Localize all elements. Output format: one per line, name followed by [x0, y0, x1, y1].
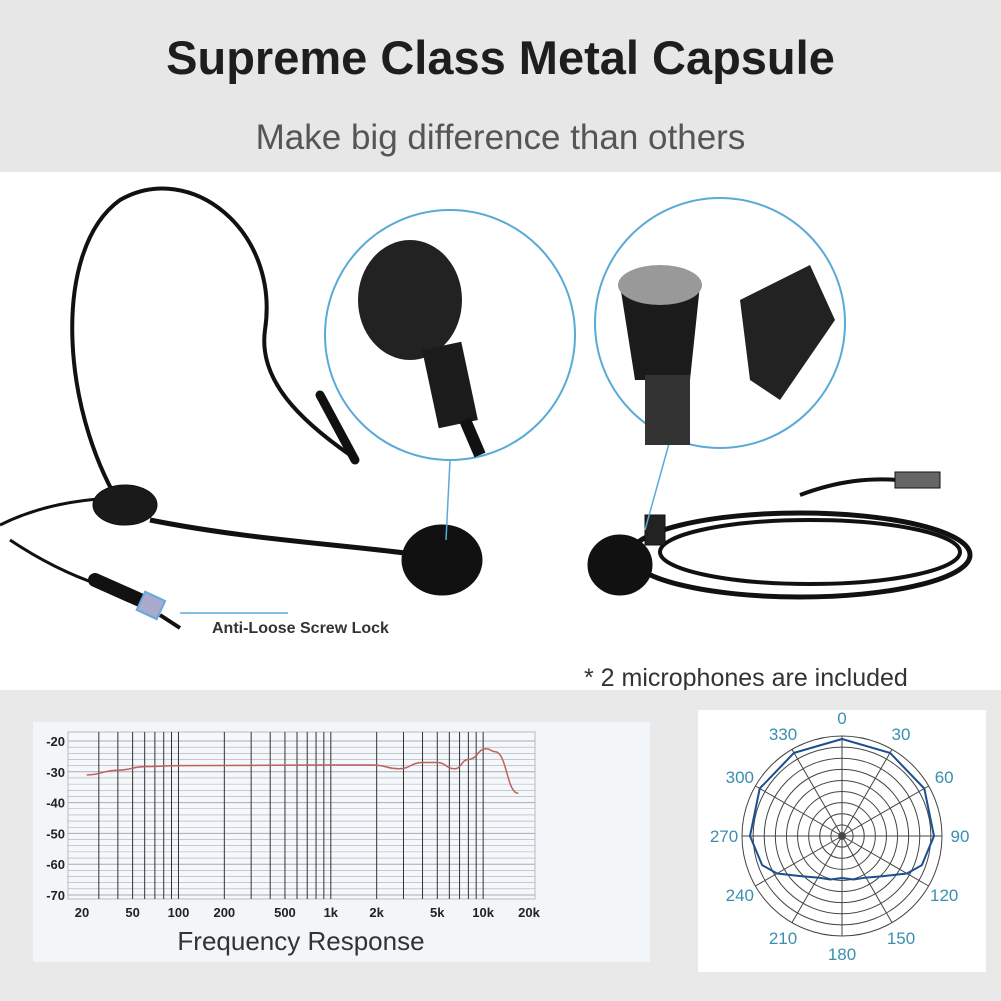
x-tick-label: 500 [274, 905, 296, 920]
screw-lock-label: Anti-Loose Screw Lock [212, 620, 389, 637]
polar-pattern-chart: 0 30 60 90 120 150 180 210 240 270 300 330 [698, 709, 986, 972]
angle-label: 300 [726, 768, 754, 787]
product-photo [0, 186, 973, 630]
polar-spoke [841, 749, 893, 837]
polar-spoke [841, 835, 893, 923]
angle-label: 180 [828, 945, 856, 964]
frequency-chart-svg: -20 -30 -40 -50 -60 -70 20 50 100 200 500 1k 2k 5k 10k… [46, 731, 541, 956]
angle-label: 330 [769, 725, 797, 744]
y-tick-label: -50 [46, 826, 65, 841]
x-tick-label: 50 [125, 905, 139, 920]
y-tick-label: -20 [46, 734, 65, 749]
x-tick-label: 10k [472, 905, 494, 920]
x-tick-label: 100 [168, 905, 190, 920]
response-curve [86, 747, 519, 795]
chart-title: Frequency Response [177, 926, 424, 956]
polar-spoke [841, 785, 929, 837]
headset-microphone [0, 186, 483, 630]
x-tick-label: 20k [518, 905, 540, 920]
angle-label: 240 [726, 886, 754, 905]
x-tick-label: 20 [75, 905, 89, 920]
y-tick-label: -30 [46, 765, 65, 780]
lavalier-zoom-circle [594, 197, 846, 531]
polar-spoke [841, 835, 929, 887]
polar-spoke [791, 749, 843, 837]
angle-label: 60 [935, 768, 954, 787]
x-tick-label: 1k [324, 905, 339, 920]
x-tick-label: 200 [213, 905, 235, 920]
page-title: Supreme Class Metal Capsule [166, 31, 835, 84]
angle-label: 210 [769, 929, 797, 948]
polar-pattern-curve [749, 738, 935, 881]
polar-spoke [755, 785, 843, 837]
included-note: * 2 microphones are included [584, 664, 908, 692]
frequency-response-chart: -20 -30 -40 -50 -60 -70 20 50 100 200 500 1k 2k 5k 10k… [33, 722, 650, 962]
angle-label: 270 [710, 827, 738, 846]
angle-label: 0 [837, 710, 846, 728]
polar-spoke [755, 835, 843, 887]
page-subtitle: Make big difference than others [255, 118, 746, 157]
lavalier-microphone [587, 471, 973, 600]
plot-area [67, 731, 536, 900]
y-tick-label: -60 [46, 857, 65, 872]
x-tick-label: 5k [430, 905, 445, 920]
angle-label: 90 [951, 827, 970, 846]
angle-label: 30 [892, 725, 911, 744]
polar-spoke [791, 835, 843, 923]
header-banner: Supreme Class Metal Capsule Make big dif… [0, 0, 1001, 172]
y-tick-label: -40 [46, 796, 65, 811]
polar-chart-svg: 0 30 60 90 120 150 180 210 240 270 300 330 [710, 709, 970, 964]
headset-zoom-circle [324, 209, 576, 541]
angle-label: 150 [887, 929, 915, 948]
x-tick-label: 2k [369, 905, 384, 920]
y-tick-label: -70 [46, 888, 65, 903]
angle-label: 120 [930, 886, 958, 905]
